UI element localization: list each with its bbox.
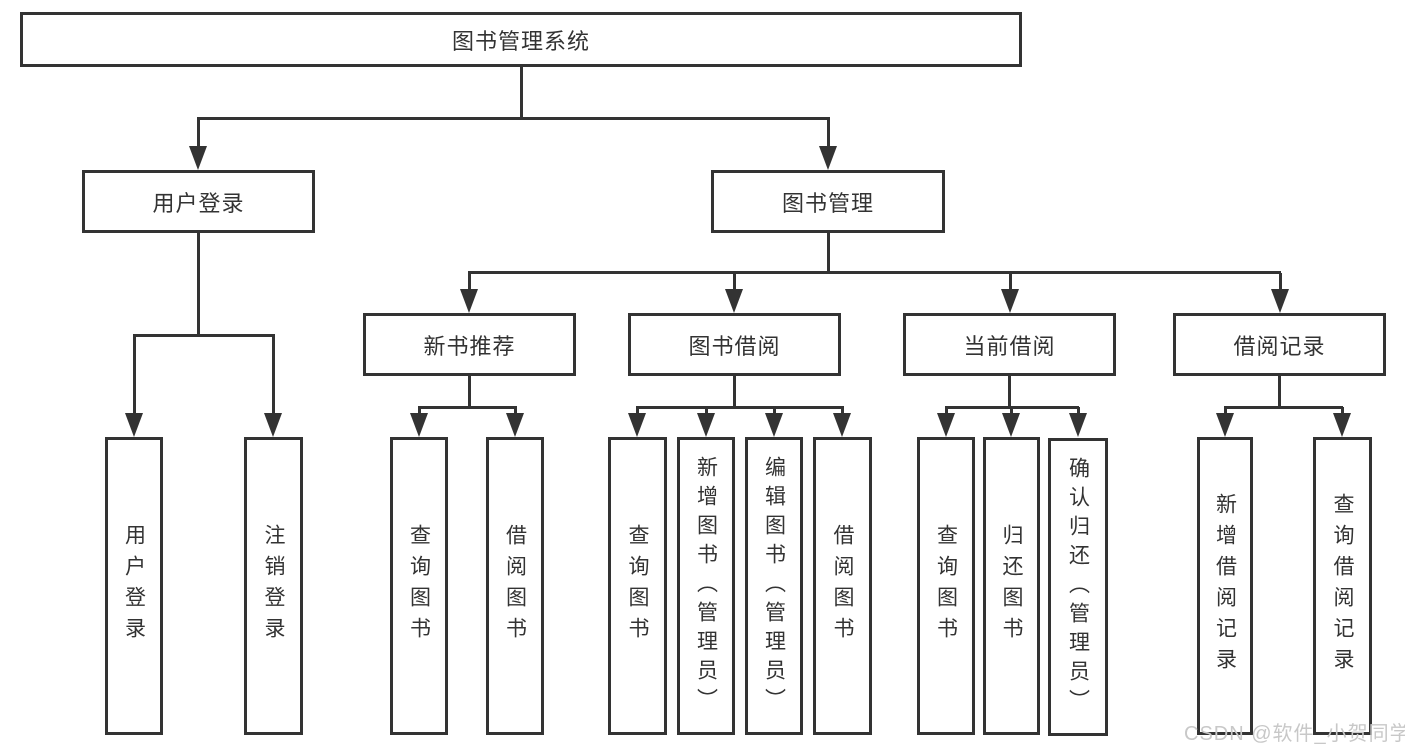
leaf-label: 确认归还（管理员） — [1066, 456, 1090, 718]
arrowhead-icon — [628, 413, 646, 437]
arrowhead-icon — [765, 413, 783, 437]
leaf-cb-return-books: 归还图书 — [983, 437, 1040, 735]
leaf-label: 借阅图书 — [503, 524, 527, 648]
arrowhead-icon — [819, 146, 837, 170]
arrow-bb-query — [628, 407, 646, 437]
arrowhead-icon — [1271, 289, 1289, 313]
arrowhead-icon — [697, 413, 715, 437]
connector-current-borrow-vline — [1008, 376, 1011, 407]
leaf-logout: 注销登录 — [244, 437, 303, 735]
connector-borrow-record-hline — [1224, 406, 1343, 409]
connector-book-mgmt-hline — [468, 271, 1281, 274]
arrowhead-icon — [506, 413, 524, 437]
leaf-label: 归还图书 — [1000, 524, 1023, 648]
arrow-to-user-login — [189, 118, 207, 170]
leaf-nb-query-books: 查询图书 — [390, 437, 448, 735]
arrowhead-icon — [937, 413, 955, 437]
arrow-nb-query — [410, 407, 428, 437]
arrowhead-icon — [410, 413, 428, 437]
connector-borrow-record-vline — [1278, 376, 1281, 407]
arrow-bb-borrow — [833, 407, 851, 437]
arrow-br-query — [1333, 407, 1351, 437]
leaf-br-query-record: 查询借阅记录 — [1313, 437, 1372, 735]
arrow-cb-return — [1002, 407, 1020, 437]
arrow-to-leaf-logout — [264, 335, 282, 437]
arrowhead-icon — [1069, 413, 1087, 437]
leaf-label: 查询图书 — [934, 524, 958, 648]
leaf-user-login: 用户登录 — [105, 437, 163, 735]
connector-new-book-hline — [418, 406, 517, 409]
connector-book-borrow-hline — [636, 406, 844, 409]
node-label: 图书管理 — [781, 190, 874, 216]
node-label: 新书推荐 — [423, 333, 516, 359]
arrowhead-icon — [189, 146, 207, 170]
node-label: 图书借阅 — [688, 333, 781, 359]
leaf-label: 编辑图书（管理员） — [762, 455, 786, 717]
arrow-bb-edit — [765, 407, 783, 437]
arrow-to-leaf-user-login — [125, 335, 143, 437]
node-label: 用户登录 — [152, 190, 245, 216]
node-current-borrowing: 当前借阅 — [903, 313, 1116, 376]
connector-new-book-vline — [468, 376, 471, 407]
arrowhead-icon — [725, 289, 743, 313]
arrow-to-current-borrow — [1001, 273, 1019, 313]
leaf-cb-confirm-return-admin: 确认归还（管理员） — [1048, 438, 1108, 736]
leaf-label: 用户登录 — [122, 524, 146, 648]
connector-user-login-vline — [197, 233, 200, 335]
connector-root-vline — [520, 67, 523, 118]
connector-root-hline — [197, 117, 830, 120]
connector-book-borrow-vline — [733, 376, 736, 407]
node-borrowing-records: 借阅记录 — [1173, 313, 1386, 376]
arrow-to-borrow-record — [1271, 273, 1289, 313]
leaf-label: 注销登录 — [262, 524, 285, 648]
arrowhead-icon — [264, 413, 282, 437]
node-book-borrowing: 图书借阅 — [628, 313, 841, 376]
arrowhead-icon — [1216, 413, 1234, 437]
leaf-bb-query-books: 查询图书 — [608, 437, 667, 735]
leaf-nb-borrow-books: 借阅图书 — [486, 437, 544, 735]
leaf-label: 查询借阅记录 — [1331, 493, 1354, 679]
arrow-br-add — [1216, 407, 1234, 437]
arrowhead-icon — [1001, 289, 1019, 313]
leaf-label: 查询图书 — [626, 524, 649, 648]
leaf-bb-add-books-admin: 新增图书（管理员） — [677, 437, 735, 735]
leaf-bb-borrow-books: 借阅图书 — [813, 437, 872, 735]
arrowhead-icon — [125, 413, 143, 437]
node-book-management: 图书管理 — [711, 170, 945, 233]
arrowhead-icon — [1002, 413, 1020, 437]
leaf-label: 查询图书 — [407, 524, 431, 648]
node-label: 借阅记录 — [1233, 333, 1326, 359]
arrow-cb-query — [937, 407, 955, 437]
node-label: 图书管理系统 — [451, 28, 590, 54]
arrow-to-book-borrow — [725, 273, 743, 313]
arrow-to-new-book — [460, 273, 478, 313]
arrowhead-icon — [460, 289, 478, 313]
leaf-label: 借阅图书 — [831, 524, 854, 648]
connector-book-mgmt-vline — [827, 233, 830, 274]
leaf-bb-edit-books-admin: 编辑图书（管理员） — [745, 437, 803, 735]
csdn-watermark: CSDN @软件_小贺同学 — [1184, 723, 1405, 745]
arrow-to-book-mgmt — [819, 118, 837, 170]
leaf-label: 新增图书（管理员） — [694, 455, 718, 717]
arrowhead-icon — [833, 413, 851, 437]
connector-user-login-hline — [133, 334, 275, 337]
arrow-nb-borrow — [506, 407, 524, 437]
node-user-login: 用户登录 — [82, 170, 315, 233]
node-root-library-management-system: 图书管理系统 — [20, 12, 1022, 67]
leaf-cb-query-books: 查询图书 — [917, 437, 975, 735]
arrow-cb-confirm — [1069, 407, 1087, 437]
node-label: 当前借阅 — [963, 333, 1056, 359]
node-new-book-recommend: 新书推荐 — [363, 313, 576, 376]
arrow-bb-add — [697, 407, 715, 437]
leaf-label: 新增借阅记录 — [1213, 493, 1237, 679]
arrowhead-icon — [1333, 413, 1351, 437]
leaf-br-add-record: 新增借阅记录 — [1197, 437, 1253, 735]
